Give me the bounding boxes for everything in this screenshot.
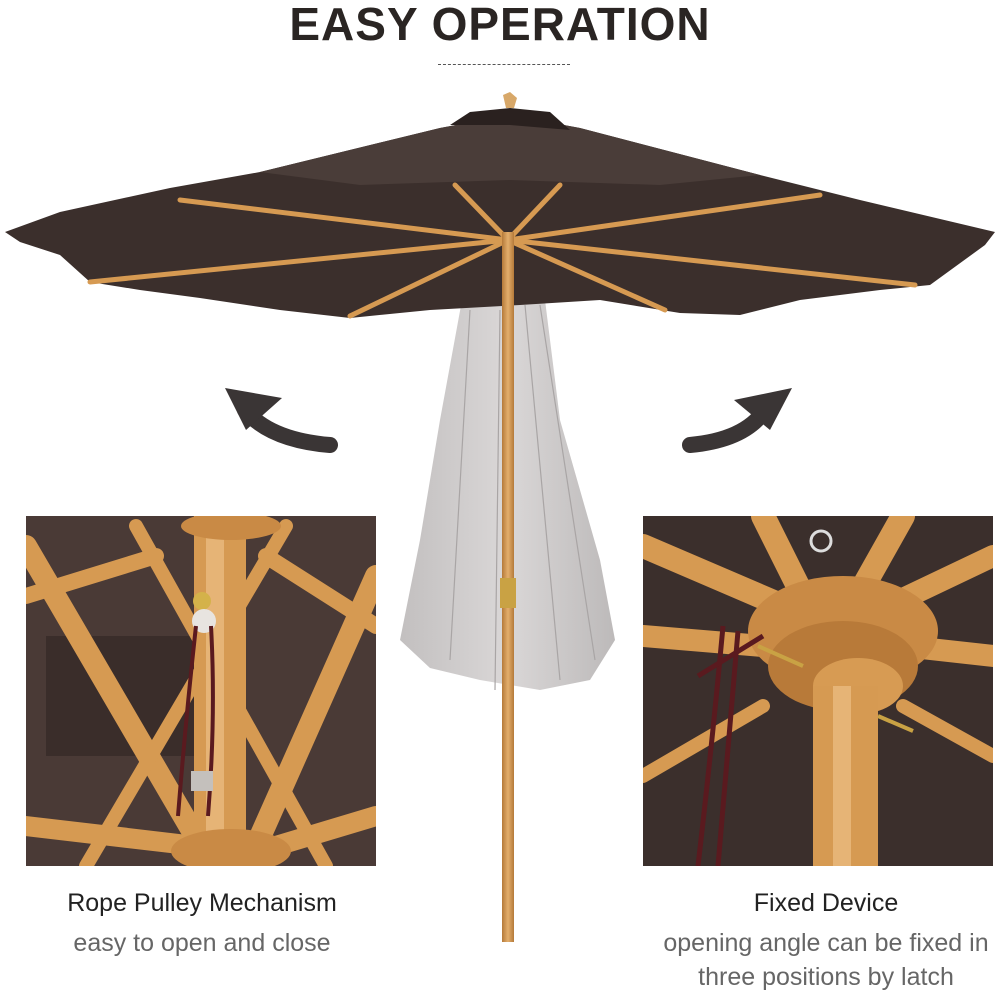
fixed-device-subtitle-line1: opening angle can be fixed in: [663, 929, 989, 957]
title-divider: [438, 64, 570, 65]
rope-pulley-photo: [26, 516, 376, 866]
rotate-left-arrow-icon: [225, 388, 338, 453]
rope-pulley-title: Rope Pulley Mechanism: [67, 889, 337, 917]
fixed-device-title: Fixed Device: [753, 889, 899, 917]
fixed-device-subtitle-line2: three positions by latch: [698, 963, 954, 991]
open-canopy: [5, 92, 995, 319]
rotate-right-arrow-icon: [682, 388, 792, 453]
fixed-device-photo: [643, 516, 993, 866]
page-title: EASY OPERATION: [289, 0, 711, 50]
rope-pulley-subtitle: easy to open and close: [73, 929, 331, 957]
